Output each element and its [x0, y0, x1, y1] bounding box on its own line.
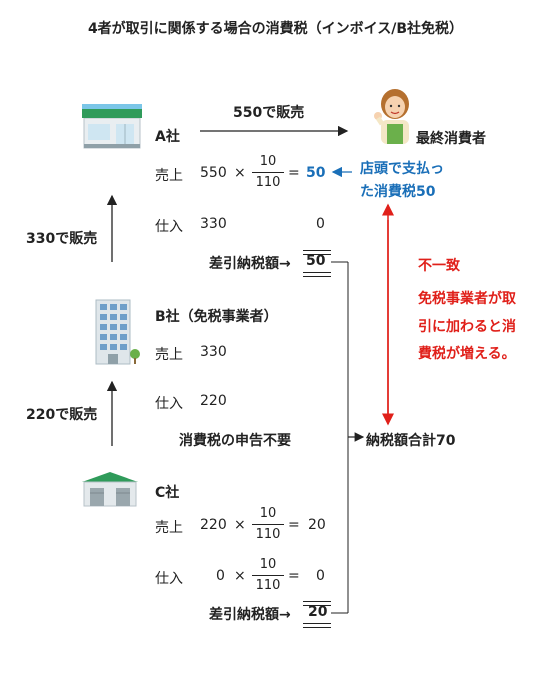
fraction-numerator: 10	[259, 506, 277, 521]
company-c-purchase-value: 0	[216, 568, 225, 584]
company-c-sales-value: 220	[200, 517, 227, 533]
consumer-note-line1: 店頭で支払っ	[360, 161, 444, 177]
company-a-net-value: 50	[306, 253, 326, 269]
company-c-sales-tax: 20	[308, 517, 326, 533]
store-icon	[82, 104, 142, 149]
consumer-label: 最終消費者	[416, 131, 486, 147]
company-b-purchase-value: 220	[200, 393, 227, 409]
company-c-name: C社	[155, 485, 180, 501]
mismatch-line4: 費税が増える。	[418, 346, 516, 362]
company-c-net-underline	[303, 623, 331, 628]
company-a-purchase-value: 330	[200, 216, 227, 232]
fraction-numerator: 10	[259, 154, 277, 169]
company-c-fraction: 10 110	[252, 506, 284, 543]
fraction-denominator: 110	[255, 175, 281, 190]
mismatch-line2: 免税事業者が取	[418, 291, 516, 307]
mismatch-line3: 引に加わると消	[418, 319, 516, 335]
company-a-net-underline	[303, 272, 331, 277]
company-a-equals: =	[288, 165, 300, 181]
mismatch-line1: 不一致	[418, 258, 460, 274]
sale-330-label: 330で販売	[26, 231, 98, 247]
company-c-purchase-label: 仕入	[155, 571, 183, 587]
company-c-net-label: 差引納税額→	[209, 607, 291, 623]
company-b-purchase-label: 仕入	[155, 396, 183, 412]
company-b-sales-label: 売上	[155, 347, 183, 363]
warehouse-icon	[82, 472, 138, 507]
consumer-note-line2: た消費税50	[360, 184, 436, 200]
company-c-purchase-fraction: 10 110	[252, 557, 284, 594]
company-c-purchase-tax: 0	[316, 568, 325, 584]
company-c-times: ×	[234, 517, 246, 533]
company-b-name: B社（免税事業者）	[155, 309, 278, 325]
company-c-purchase-equals: =	[288, 568, 300, 584]
company-a-net-top-rule	[303, 250, 331, 255]
company-a-times: ×	[234, 165, 246, 181]
company-c-purchase-times: ×	[234, 568, 246, 584]
company-a-fraction: 10 110	[252, 154, 284, 191]
company-a-sales-label: 売上	[155, 168, 183, 184]
office-building-icon	[95, 299, 140, 365]
company-c-net-top-rule	[303, 601, 331, 606]
fraction-denominator: 110	[255, 578, 281, 593]
company-c-equals: =	[288, 517, 300, 533]
sale-550-label: 550で販売	[233, 105, 305, 121]
company-a-net-label: 差引納税額→	[209, 256, 291, 272]
company-b-note: 消費税の申告不要	[179, 433, 291, 449]
person-icon	[374, 89, 409, 144]
sale-220-label: 220で販売	[26, 407, 98, 423]
company-a-sales-value: 550	[200, 165, 227, 181]
fraction-denominator: 110	[255, 527, 281, 542]
company-c-sales-label: 売上	[155, 520, 183, 536]
company-a-name: A社	[155, 129, 180, 145]
company-a-sales-tax: 50	[306, 165, 326, 181]
company-b-sales-value: 330	[200, 344, 227, 360]
total-tax-label: 納税額合計70	[366, 433, 456, 449]
page-title: 4者が取引に関係する場合の消費税（インボイス/B社免税）	[87, 21, 464, 37]
company-a-purchase-tax: 0	[316, 216, 325, 232]
fraction-numerator: 10	[259, 557, 277, 572]
company-a-purchase-label: 仕入	[155, 219, 183, 235]
company-c-net-value: 20	[308, 604, 328, 620]
